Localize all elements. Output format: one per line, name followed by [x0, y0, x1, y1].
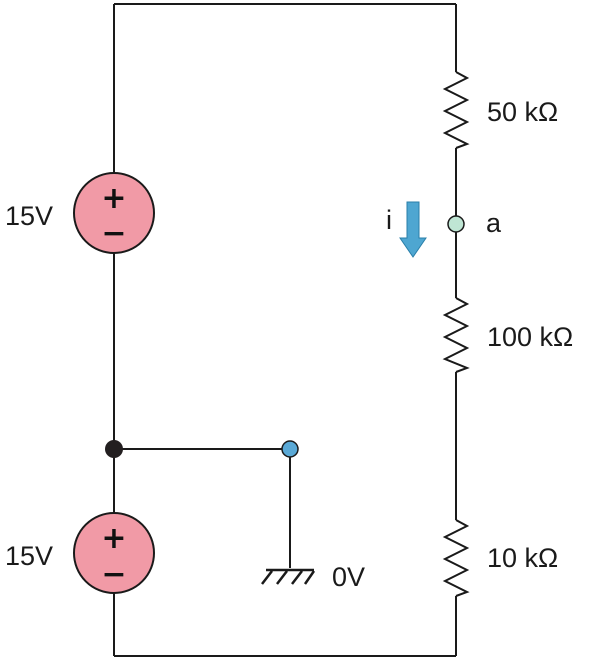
plus-sign-bottom: + [101, 521, 126, 556]
minus-sign-top: − [101, 216, 126, 251]
voltage-label-bottom: 15V [5, 541, 53, 571]
junction-node [105, 440, 123, 458]
wires [113, 3, 457, 657]
resistor-label-100k: 100 kΩ [487, 322, 573, 352]
voltage-source-bottom: + − [73, 512, 155, 594]
output-node [281, 440, 299, 458]
resistor-100k [442, 297, 470, 373]
ground-icon [261, 568, 316, 585]
voltage-label-top: 15V [5, 201, 53, 231]
resistor-50k [442, 71, 470, 149]
voltage-source-top: + − [73, 172, 155, 254]
current-label: i [386, 205, 392, 235]
node-a-label: a [486, 208, 502, 238]
node-a [447, 215, 465, 233]
plus-sign-top: + [101, 181, 126, 216]
resistor-label-10k: 10 kΩ [487, 543, 558, 573]
minus-sign-bottom: − [101, 557, 126, 592]
ground-label: 0V [332, 562, 365, 592]
voltage-source-bottom-body [73, 512, 155, 594]
resistor-10k [442, 519, 470, 597]
current-arrow-icon [399, 201, 427, 258]
voltage-source-top-body [73, 172, 155, 254]
resistor-label-50k: 50 kΩ [487, 97, 558, 127]
